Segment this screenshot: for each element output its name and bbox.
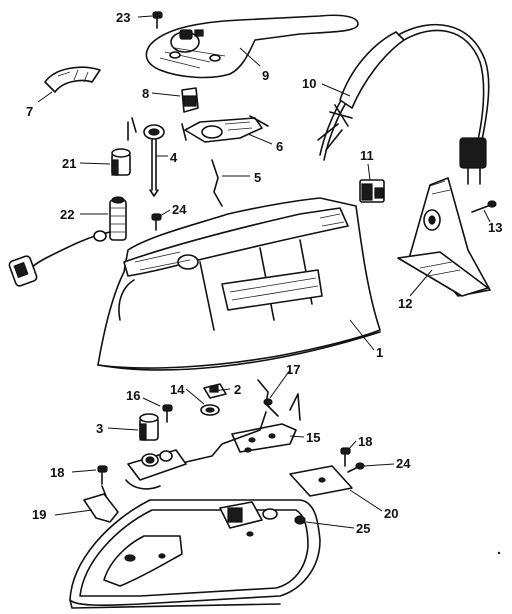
part-1-body	[97, 197, 381, 371]
callout-22: 22	[60, 207, 74, 222]
callout-25: 25	[356, 521, 370, 536]
part-24-screw-upper	[151, 213, 162, 231]
part-12-heel-rest	[397, 177, 491, 297]
stray-dot	[497, 551, 501, 555]
part-10-cord	[317, 23, 490, 185]
part-4-valve-rod	[127, 117, 165, 197]
thermostat-assembly	[125, 411, 267, 490]
part-15-bracket	[231, 393, 301, 453]
part-13-screw	[471, 200, 497, 213]
callout-24-upper: 24	[172, 202, 187, 217]
callout-18-left: 18	[50, 465, 64, 480]
part-6-bracket	[181, 115, 269, 143]
callout-6: 6	[276, 139, 283, 154]
part-3-cylinder	[139, 413, 159, 441]
soleplate	[69, 447, 321, 609]
callout-15: 15	[306, 430, 320, 445]
part-20-bracket	[289, 465, 353, 497]
callout-14: 14	[170, 382, 185, 397]
callout-16: 16	[126, 388, 140, 403]
leader-lines	[37, 15, 491, 529]
part-16-screw	[162, 404, 173, 423]
callout-9: 9	[262, 68, 269, 83]
callout-1: 1	[376, 345, 383, 360]
part-18-screw-left	[97, 465, 108, 485]
part-7-cover	[44, 66, 101, 93]
callout-13: 13	[488, 220, 502, 235]
callout-7: 7	[26, 104, 33, 119]
part-22-valve	[8, 196, 127, 287]
part-17-wire	[257, 379, 279, 417]
callout-4: 4	[170, 150, 178, 165]
part-5-wire	[211, 159, 223, 207]
callout-19: 19	[32, 507, 46, 522]
callout-11: 11	[360, 148, 374, 163]
callout-labels: 23 9 7 8 6 4 21 5 10 11 13 12 22 24 1 2 …	[26, 10, 502, 536]
callout-8: 8	[142, 86, 149, 101]
part-19-bracket	[83, 485, 119, 523]
part-8-button	[181, 87, 199, 113]
callout-24-lower: 24	[396, 456, 411, 471]
part-23-screw	[152, 11, 163, 29]
part-18-screw-right	[340, 447, 351, 467]
callout-12: 12	[398, 296, 412, 311]
part-9-handle	[145, 14, 359, 79]
callout-20: 20	[384, 506, 398, 521]
part-21-knob	[111, 148, 131, 176]
part-11-connector	[359, 179, 385, 203]
part-24-screw-lower	[347, 462, 365, 473]
callout-3: 3	[96, 421, 103, 436]
part-14-washer	[200, 404, 220, 416]
callout-23: 23	[116, 10, 130, 25]
callout-5: 5	[254, 170, 261, 185]
callout-17: 17	[286, 362, 300, 377]
callout-21: 21	[62, 156, 76, 171]
callout-10: 10	[302, 76, 316, 91]
callout-2: 2	[234, 382, 241, 397]
callout-18-right: 18	[358, 434, 372, 449]
